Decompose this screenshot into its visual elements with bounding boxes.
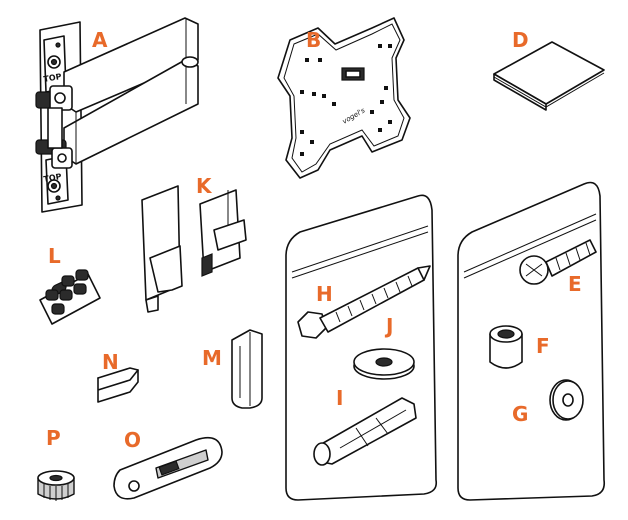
label-p: P xyxy=(46,426,61,450)
instruction-booklet xyxy=(493,41,605,111)
bubble-level xyxy=(113,436,223,500)
cable-clips xyxy=(141,185,247,313)
vesa-plate: vogel's xyxy=(277,17,411,179)
label-h: H xyxy=(316,282,333,306)
wall-plug xyxy=(313,397,417,466)
label-e: E xyxy=(568,272,582,296)
label-g: G xyxy=(512,402,529,426)
label-b: B xyxy=(306,28,322,52)
label-j: J xyxy=(386,314,394,338)
rubber-pad-sheet xyxy=(39,269,101,325)
top-marking-lower: TOP xyxy=(43,172,63,184)
label-i: I xyxy=(336,386,344,410)
hardware-bag-left xyxy=(285,194,438,501)
cable-holder xyxy=(231,329,263,409)
wall-arm-mount xyxy=(35,17,199,213)
hardware-bag-right xyxy=(457,181,606,501)
label-n: N xyxy=(102,350,119,374)
washer-small xyxy=(549,379,584,421)
label-f: F xyxy=(536,334,550,358)
cable-clip-small xyxy=(97,367,139,403)
lag-bolt xyxy=(297,265,431,339)
label-d: D xyxy=(512,28,529,52)
label-l: L xyxy=(48,244,61,268)
thumb-nut xyxy=(37,470,75,501)
top-marking-upper: TOP xyxy=(43,72,63,84)
label-k: K xyxy=(196,174,212,198)
spacer xyxy=(489,325,523,369)
label-a: A xyxy=(92,28,108,52)
label-o: O xyxy=(124,428,142,452)
label-m: M xyxy=(202,346,222,370)
washer xyxy=(353,348,415,380)
machine-screw xyxy=(519,239,597,285)
